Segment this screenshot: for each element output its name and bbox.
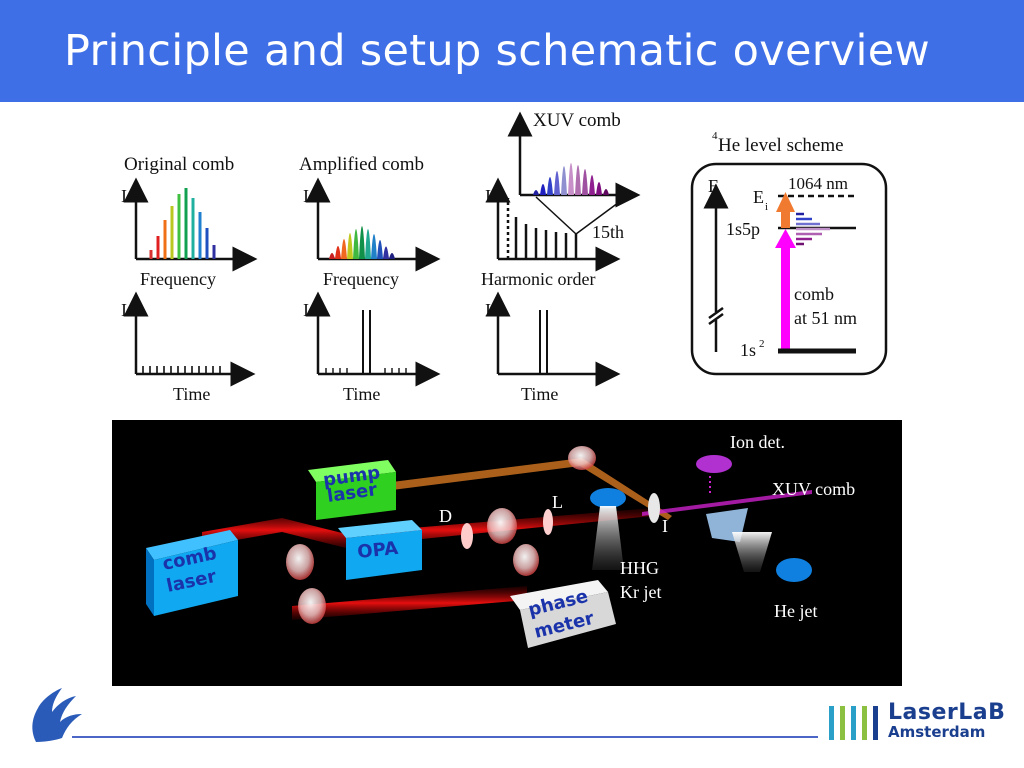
original-comb-time-y-label: I bbox=[121, 300, 127, 320]
comb-beam bbox=[202, 508, 652, 552]
amplified-comb-teeth bbox=[329, 226, 395, 259]
harmonics-lines bbox=[506, 198, 578, 259]
level-ei-subscript: i bbox=[765, 201, 768, 213]
he-jet-label: He jet bbox=[774, 601, 817, 621]
ground-state-label: 1s bbox=[740, 340, 756, 360]
he-jet bbox=[776, 558, 812, 582]
comb-principle-diagram: Original comb I Frequency I Time Amplifi… bbox=[121, 110, 888, 404]
xuv-focus-cone bbox=[732, 532, 772, 572]
comb-label-line2: at 51 nm bbox=[794, 308, 857, 328]
harmonics-y-label: I bbox=[485, 186, 491, 206]
brand-line2: Amsterdam bbox=[888, 723, 986, 741]
harmonics-time-label: Time bbox=[521, 384, 558, 404]
amplified-comb-y-label: I bbox=[303, 186, 309, 206]
footer-line bbox=[72, 736, 818, 738]
amplified-comb-freq-label: Frequency bbox=[323, 269, 399, 289]
amplified-comb-time-axes bbox=[305, 291, 441, 387]
energy-axis bbox=[703, 183, 729, 352]
comb-excitation-arrow bbox=[775, 229, 796, 350]
original-comb-y-label: I bbox=[121, 186, 127, 206]
xuv-comb-inset-axes bbox=[507, 111, 641, 208]
harmonics-x-label: Harmonic order bbox=[481, 269, 595, 289]
hhg-jet bbox=[592, 506, 624, 570]
original-comb-time-axes bbox=[123, 291, 256, 387]
amplified-comb-time-label: Time bbox=[343, 384, 380, 404]
ion-detector bbox=[696, 455, 732, 473]
ground-state-superscript: 2 bbox=[759, 338, 765, 350]
level-scheme-title: He level scheme bbox=[718, 135, 844, 156]
opa-box: OPA bbox=[338, 520, 422, 580]
amplified-comb-time-y-label: I bbox=[303, 300, 309, 320]
opa-label: OPA bbox=[356, 538, 399, 563]
harmonics-pulses bbox=[539, 310, 548, 374]
laserlab-logo-bars-icon bbox=[829, 706, 884, 745]
slide-title: Principle and setup schematic overview bbox=[64, 26, 930, 76]
phase-meter-beam bbox=[292, 586, 527, 620]
laser-1064-arrow bbox=[776, 192, 795, 228]
pump-beam bbox=[392, 458, 672, 520]
phase-meter-box: phase meter bbox=[510, 580, 616, 648]
dichroic-d bbox=[461, 523, 473, 549]
amplified-comb-pulses bbox=[325, 310, 407, 374]
amplified-comb-title: Amplified comb bbox=[299, 154, 424, 175]
optics bbox=[286, 446, 812, 624]
setup-background bbox=[112, 420, 902, 686]
xuv-comb-inset-peaks bbox=[533, 163, 609, 195]
harmonics-time-y-label: I bbox=[485, 300, 491, 320]
level-1s5p-label: 1s5p bbox=[726, 219, 760, 239]
level-scheme-box bbox=[690, 162, 888, 376]
laserlab-logo: LaserLaB Amsterdam bbox=[888, 700, 1005, 741]
level-scheme-superscript: 4 bbox=[712, 130, 718, 142]
original-comb-freq-label: Frequency bbox=[140, 269, 216, 289]
level-ei-label: E bbox=[753, 187, 764, 207]
label-l: L bbox=[552, 492, 563, 512]
lens-l bbox=[543, 509, 553, 535]
original-comb-pulse-train bbox=[142, 366, 221, 374]
hhg-label-2: Kr jet bbox=[620, 582, 661, 602]
comb-laser-box: comb laser bbox=[146, 530, 238, 616]
xuv-beam bbox=[642, 490, 812, 516]
comb-label-line1: comb bbox=[794, 284, 834, 304]
iris-i bbox=[648, 493, 660, 523]
original-comb-title: Original comb bbox=[124, 154, 234, 175]
xuv-comb-label: XUV comb bbox=[772, 479, 855, 499]
original-comb-teeth bbox=[149, 188, 216, 259]
hhg-label-1: HHG bbox=[620, 558, 659, 578]
ion-det-label: Ion det. bbox=[730, 432, 785, 452]
original-comb-time-label: Time bbox=[173, 384, 210, 404]
university-logo-icon bbox=[32, 688, 82, 742]
level-comb-modes bbox=[796, 212, 830, 246]
label-i: I bbox=[662, 516, 668, 536]
harmonic-zoom-lines bbox=[535, 196, 627, 235]
brand-line1: LaserLaB bbox=[888, 700, 1006, 725]
energy-axis-label: E bbox=[708, 176, 719, 196]
label-d: D bbox=[439, 506, 452, 526]
original-comb-axes bbox=[123, 177, 258, 272]
experimental-setup-render: comb laser pump laser OPA phase meter bbox=[112, 420, 902, 686]
harmonics-time-axes bbox=[485, 291, 621, 387]
laser-1064-label: 1064 nm bbox=[788, 174, 848, 193]
harmonic-15th-label: 15th bbox=[592, 222, 624, 242]
title-bar: Principle and setup schematic overview bbox=[0, 0, 1024, 102]
pump-laser-box: pump laser bbox=[308, 460, 396, 520]
xuv-comb-title: XUV comb bbox=[533, 110, 621, 131]
